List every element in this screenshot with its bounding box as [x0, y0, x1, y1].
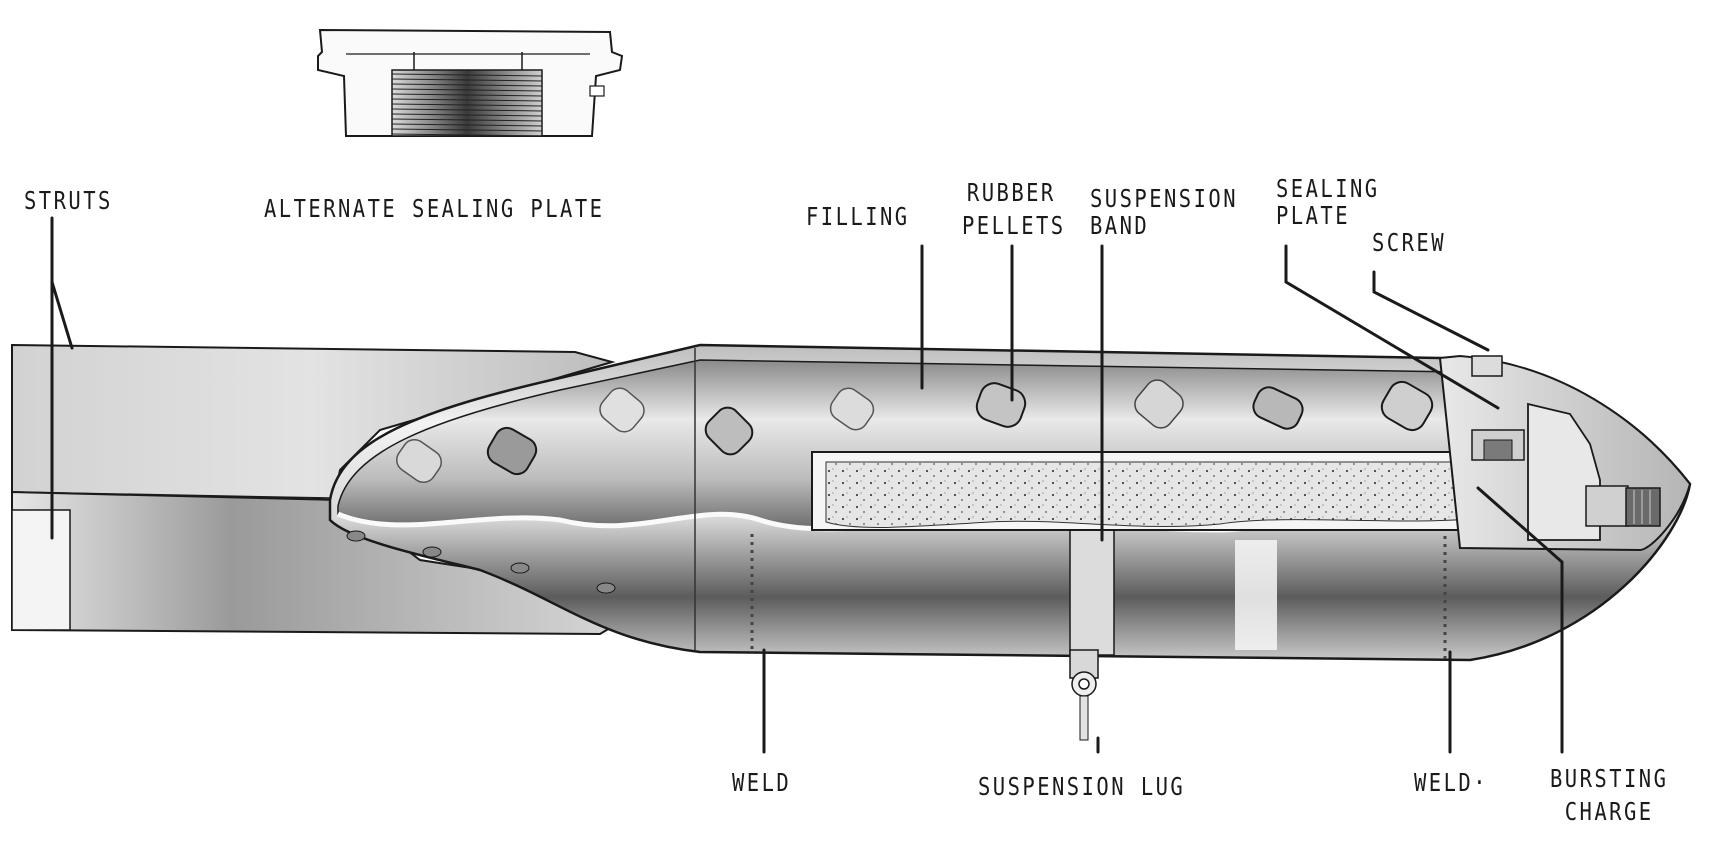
nose-fuze-region: [1438, 354, 1692, 552]
thread-line: [391, 133, 543, 137]
label-rubber-pellets: RUBBER PELLETS: [962, 176, 1066, 242]
label-bursting-charge-line2: CHARGE: [1564, 797, 1654, 826]
thread-line: [391, 83, 543, 87]
pellet: [1380, 380, 1434, 432]
thread-line: [391, 118, 543, 122]
pellet: [704, 406, 754, 456]
thread-line: [391, 108, 543, 112]
pellet: [486, 426, 538, 476]
leader-sealing-plate: [1284, 244, 1500, 410]
rubber-pellets: [396, 379, 1434, 484]
label-sealing-plate-line2: PLATE: [1276, 201, 1351, 230]
thread-line: [391, 78, 543, 82]
pellet: [1252, 386, 1304, 430]
pellet: [1134, 379, 1184, 429]
pellet: [396, 438, 442, 484]
label-rubber-pellets-line1: RUBBER: [966, 178, 1056, 207]
label-screw: SCREW: [1372, 228, 1447, 257]
thread-line: [391, 73, 543, 77]
thread-line: [391, 103, 543, 107]
thread-line: [391, 93, 543, 97]
label-filling: FILLING: [806, 202, 910, 231]
label-suspension-band: SUSPENSION BAND: [1090, 182, 1238, 242]
leader-bursting-charge: [1476, 486, 1564, 754]
leader-screw: [1372, 270, 1490, 352]
label-alternate-sealing-plate: ALTERNATE SEALING PLATE: [264, 194, 605, 223]
label-sealing-plate-line1: SEALING: [1276, 174, 1380, 203]
label-sealing-plate: SEALING PLATE: [1276, 172, 1380, 232]
label-weld-right: WELD·: [1414, 768, 1489, 797]
label-rubber-pellets-line2: PELLETS: [962, 211, 1066, 240]
leader-lines: [50, 216, 1564, 754]
thread-line: [391, 98, 543, 102]
suspension-band-shape: [1069, 519, 1115, 656]
thread-line: [391, 128, 543, 132]
label-weld-left: WELD: [732, 768, 792, 797]
thread-line: [391, 123, 543, 127]
leader-struts-2: [50, 280, 74, 350]
thread-line: [391, 88, 543, 92]
suspension-lug-shape: [1069, 649, 1099, 741]
label-struts: STRUTS: [24, 186, 113, 215]
label-suspension-band-line1: SUSPENSION: [1090, 184, 1239, 213]
pellet: [599, 387, 645, 433]
label-bursting-charge-line1: BURSTING: [1550, 764, 1669, 793]
thread-line: [391, 113, 543, 117]
alternate-sealing-plate-drawing: [317, 28, 624, 137]
label-suspension-lug: SUSPENSION LUG: [978, 772, 1186, 801]
label-suspension-band-line2: BAND: [1090, 211, 1150, 240]
label-bursting-charge: BURSTING CHARGE: [1550, 762, 1668, 828]
pellet: [829, 387, 875, 431]
strut-block: [11, 509, 71, 631]
bursting-charge-tube: [811, 451, 1523, 531]
screw-shape: [1471, 355, 1503, 377]
